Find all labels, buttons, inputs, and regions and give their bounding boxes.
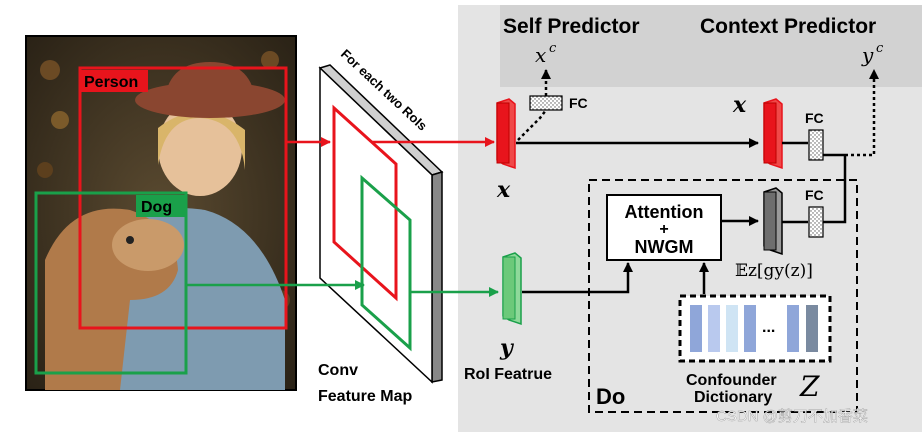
dict-entry-5 [787, 305, 799, 352]
conv-feature-map [318, 64, 444, 384]
expectation-feature-block [763, 187, 783, 256]
feature-map-caption-line1: Conv [318, 362, 358, 379]
expectation-label: 𝔼z[gy(z)] [735, 261, 813, 281]
person-label: Person [84, 74, 138, 91]
self-predictor-output: x [535, 43, 546, 67]
context-feature-x-block [763, 98, 783, 170]
dog-bounding-box [34, 191, 188, 375]
dictionary-caption-line1: Confounder [686, 372, 777, 389]
roi-feature-x-label: x [496, 177, 511, 203]
predictor-header-panel [500, 5, 922, 87]
attention-label: Attention [625, 202, 704, 222]
context-fc-bottom-label: FC [805, 187, 824, 203]
context-fc-bottom-block [808, 206, 824, 238]
dog-label-tag [136, 195, 186, 217]
x-to-self-fc-arrow [517, 109, 547, 141]
roi-feature-x-block [496, 98, 516, 170]
context-fc-bottom-out [823, 155, 847, 224]
roi-feature-y-label: y [499, 335, 515, 361]
y-to-attention-arrow [522, 262, 633, 294]
person-bounding-box [78, 66, 288, 330]
dict-ellipsis: ... [762, 319, 775, 336]
context-feature-x-label: x [732, 92, 747, 118]
context-to-output-arrow [845, 69, 879, 157]
person-roi-on-map [332, 104, 398, 302]
dict-entry-2 [708, 305, 720, 352]
context-predictor-output: y [861, 43, 874, 67]
dict-entry-1 [690, 305, 702, 352]
self-predictor-output-sup: c [549, 41, 557, 56]
dictionary-caption-line2: Dictionary [694, 389, 772, 406]
dict-entry-4 [744, 305, 756, 352]
person-label-tag [80, 70, 148, 92]
watermark: CSDN @剪刀不加香菜 [716, 408, 868, 425]
roi-feature-y-block [502, 252, 522, 326]
self-fc-block [529, 95, 563, 111]
dog-roi-on-map [360, 174, 412, 352]
roi-feature-caption: RoI Featrue [464, 366, 552, 383]
context-predictor-title: Context Predictor [700, 15, 876, 38]
input-photo [25, 35, 297, 391]
dict-entry-3 [726, 305, 738, 352]
dog-label: Dog [141, 199, 172, 216]
do-label: Do [596, 384, 625, 409]
feature-map-caption-line2: Feature Map [318, 388, 412, 405]
context-predictor-output-sup: c [876, 41, 884, 56]
self-predictor-title: Self Predictor [503, 15, 640, 38]
dict-entry-6 [806, 305, 818, 352]
dictionary-symbol: Z [799, 370, 820, 403]
do-operator-box [588, 179, 858, 413]
attention-nwgm-block [606, 194, 722, 261]
context-fc-top-label: FC [805, 110, 824, 126]
attention-plus-label: + [659, 221, 668, 238]
context-fc-top-block [808, 129, 824, 161]
self-fc-label: FC [569, 95, 588, 111]
nwgm-label: NWGM [635, 237, 694, 257]
